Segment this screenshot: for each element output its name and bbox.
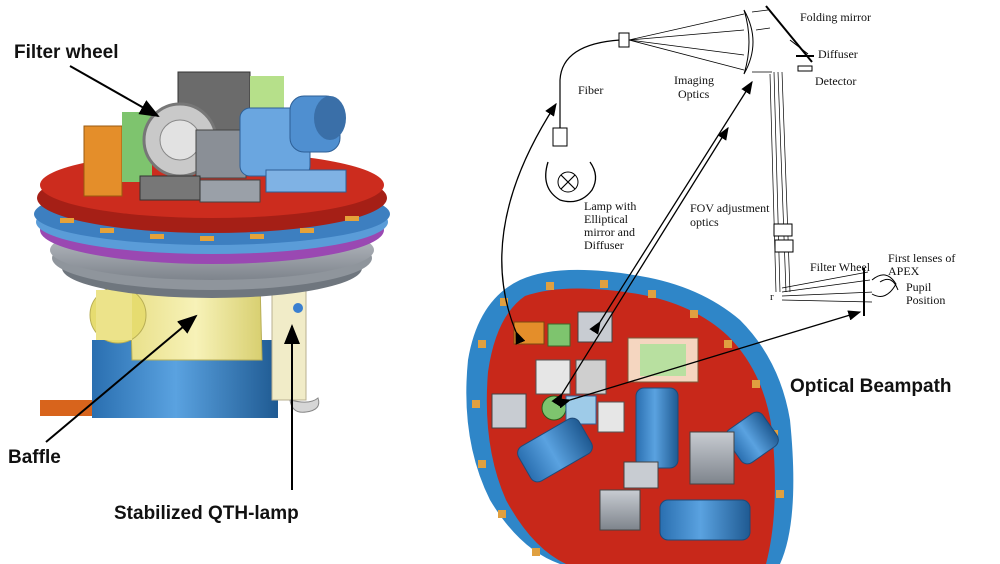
- imaging-beam: [628, 13, 745, 71]
- label-lamp-3: mirror and: [584, 225, 635, 239]
- label-folding-mirror: Folding mirror: [800, 10, 871, 24]
- imaging-lens: [743, 9, 754, 75]
- label-pupil-1: Pupil: [906, 280, 932, 294]
- apex-lens: [871, 274, 897, 297]
- filter-wheel-arrow: [69, 65, 160, 117]
- label-lamp-1: Lamp with: [584, 199, 636, 213]
- left-annotations: [45, 65, 300, 490]
- instrument-3d-render: [34, 71, 390, 418]
- label-fiber: Fiber: [578, 83, 603, 97]
- fiber-source-box: [552, 127, 568, 147]
- label-schematic-filter-wheel: Filter Wheel: [810, 260, 871, 274]
- label-fov-1: FOV adjustment: [690, 201, 770, 215]
- fiber-line: [559, 39, 621, 128]
- detector: [797, 65, 813, 72]
- label-r-mark: r: [770, 291, 774, 303]
- label-optical-beampath: Optical Beampath: [790, 376, 952, 397]
- instrument-top-view: [466, 269, 794, 564]
- label-baffle: Baffle: [8, 447, 61, 468]
- label-imaging-1: Imaging: [674, 73, 714, 87]
- label-imaging-2: Optics: [678, 87, 710, 101]
- filter-wheel-double-arrow: [557, 310, 862, 409]
- horizontal-beam: [781, 271, 875, 303]
- label-first-lenses-1: First lenses of: [888, 251, 955, 265]
- orange-bracket: [83, 125, 123, 197]
- vertical-beam: [769, 71, 791, 293]
- label-lamp-2: Elliptical: [584, 212, 629, 226]
- label-detector: Detector: [815, 74, 856, 88]
- folding-mirror: [765, 5, 813, 63]
- label-pupil-2: Position: [906, 293, 945, 307]
- right-annotations: [501, 80, 862, 409]
- fiber-connector: [618, 32, 630, 48]
- fiber-double-arrow: [501, 102, 557, 345]
- label-fov-2: optics: [690, 215, 719, 229]
- fov-lens-1: [773, 223, 793, 237]
- fov-lens-2: [774, 239, 794, 253]
- label-filter-wheel: Filter wheel: [14, 42, 119, 63]
- label-first-lenses-2: APEX: [888, 264, 920, 278]
- label-lamp-4: Diffuser: [584, 238, 624, 252]
- label-qth-lamp: Stabilized QTH-lamp: [114, 503, 299, 524]
- label-diffuser: Diffuser: [818, 47, 858, 61]
- baffle-arrow: [45, 314, 198, 443]
